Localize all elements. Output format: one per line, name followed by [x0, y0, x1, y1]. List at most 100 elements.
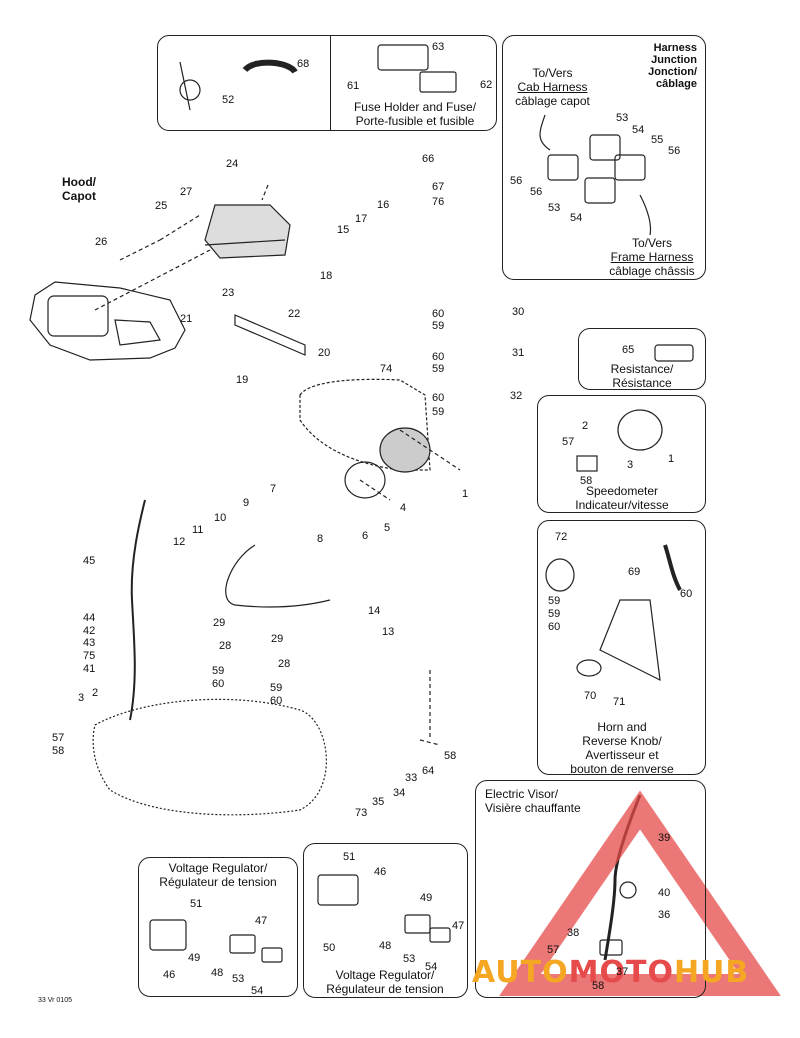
callout-number: 30 — [512, 306, 525, 318]
callout-number: 16 — [377, 199, 390, 211]
callout-number: 54 — [570, 212, 583, 224]
callout-number: 54 — [251, 985, 264, 997]
callout-number: 41 — [83, 663, 96, 675]
callout-number: 59 — [432, 363, 445, 375]
callout-number: 71 — [613, 696, 626, 708]
callout-number: 8 — [317, 533, 324, 545]
callout-number: 51 — [190, 898, 203, 910]
callout-number: 59 — [432, 320, 445, 332]
callout-number: 58 — [580, 475, 593, 487]
callout-number: 44 — [83, 612, 96, 624]
regulator-left-label: Voltage Regulator/Régulateur de tension — [159, 861, 277, 889]
callout-number: 20 — [318, 347, 331, 359]
callout-number: 75 — [83, 650, 96, 662]
callout-number: 47 — [255, 915, 268, 927]
callout-number: 70 — [584, 690, 597, 702]
callout-number: 64 — [422, 765, 435, 777]
headlight-assembly — [204, 204, 291, 259]
harness-junction-box — [502, 35, 706, 280]
regulator-right-label: Voltage Regulator/Régulateur de tension — [326, 968, 444, 996]
callout-number: 50 — [323, 942, 336, 954]
callout-number: 53 — [548, 202, 561, 214]
callout-number: 62 — [480, 79, 493, 91]
wire-run — [225, 544, 331, 608]
callout-number: 69 — [628, 566, 641, 578]
frame-harness-label: To/Vers Frame Harness câblage châssis — [609, 236, 695, 278]
callout-number: 17 — [355, 213, 368, 225]
callout-number: 29 — [271, 633, 284, 645]
callout-number: 59 — [212, 665, 225, 677]
callout-number: 19 — [236, 374, 249, 386]
voltage-regulator-left — [149, 919, 187, 951]
callout-number: 35 — [372, 796, 385, 808]
callout-number: 45 — [83, 555, 96, 567]
callout-number: 74 — [380, 363, 393, 375]
hood-panel — [29, 281, 186, 361]
fuse-holder-box — [157, 35, 497, 131]
callout-number: 68 — [297, 58, 310, 70]
gauge-housing — [379, 427, 431, 473]
callout-number: 2 — [582, 420, 589, 432]
callout-number: 22 — [288, 308, 301, 320]
callout-number: 67 — [432, 181, 445, 193]
fuse-holder-shape — [377, 44, 429, 71]
callout-number: 59 — [548, 595, 561, 607]
callout-number: 48 — [379, 940, 392, 952]
regulator-right-box — [303, 843, 468, 998]
callout-number: 61 — [347, 80, 360, 92]
callout-number: 42 — [83, 625, 96, 637]
callout-number: 7 — [270, 483, 277, 495]
callout-number: 72 — [555, 531, 568, 543]
callout-number: 13 — [382, 626, 395, 638]
callout-number: 39 — [658, 832, 671, 844]
callout-number: 60 — [432, 351, 445, 363]
callout-number: 1 — [668, 453, 675, 465]
callout-number: 34 — [393, 787, 406, 799]
callout-number: 40 — [658, 887, 671, 899]
callout-number: 49 — [188, 952, 201, 964]
callout-number: 66 — [422, 153, 435, 165]
drawing-code: 33 Vr 0105 — [38, 997, 72, 1004]
callout-number: 46 — [374, 866, 387, 878]
console-outline — [299, 378, 431, 471]
callout-number: 49 — [420, 892, 433, 904]
speedometer-cable — [129, 499, 146, 721]
callout-number: 23 — [222, 287, 235, 299]
callout-number: 37 — [616, 966, 629, 978]
callout-number: 28 — [278, 658, 291, 670]
callout-number: 59 — [548, 608, 561, 620]
callout-number: 46 — [163, 969, 176, 981]
callout-number: 60 — [212, 678, 225, 690]
horn-box — [537, 520, 706, 775]
watermark-logo — [499, 790, 781, 996]
callout-number: 25 — [155, 200, 168, 212]
visor-box — [475, 780, 706, 998]
callout-number: 56 — [530, 186, 543, 198]
hood-window — [47, 295, 109, 337]
callout-number: 9 — [243, 497, 250, 509]
hood-label: Hood/Capot — [62, 175, 96, 203]
callout-number: 24 — [226, 158, 239, 170]
bracket — [234, 314, 306, 356]
callout-number: 58 — [52, 745, 65, 757]
watermark-text: AUTOMOTOHUB — [472, 955, 750, 990]
callout-number: 56 — [510, 175, 523, 187]
callout-number: 54 — [425, 961, 438, 973]
fuse-box-title: Fuse Holder and Fuse/Porte-fusible et fu… — [353, 100, 477, 128]
callout-number: 53 — [616, 112, 629, 124]
callout-number: 33 — [405, 772, 418, 784]
callout-number: 5 — [384, 522, 391, 534]
resistance-box — [578, 328, 706, 390]
callout-number: 31 — [512, 347, 525, 359]
callout-number: 48 — [211, 967, 224, 979]
callout-number: 54 — [632, 124, 645, 136]
callout-number: 65 — [622, 344, 635, 356]
callout-number: 29 — [213, 617, 226, 629]
callout-number: 4 — [400, 502, 407, 514]
callout-number: 14 — [368, 605, 381, 617]
voltage-regulator-right — [317, 874, 359, 906]
callout-number: 2 — [92, 687, 99, 699]
